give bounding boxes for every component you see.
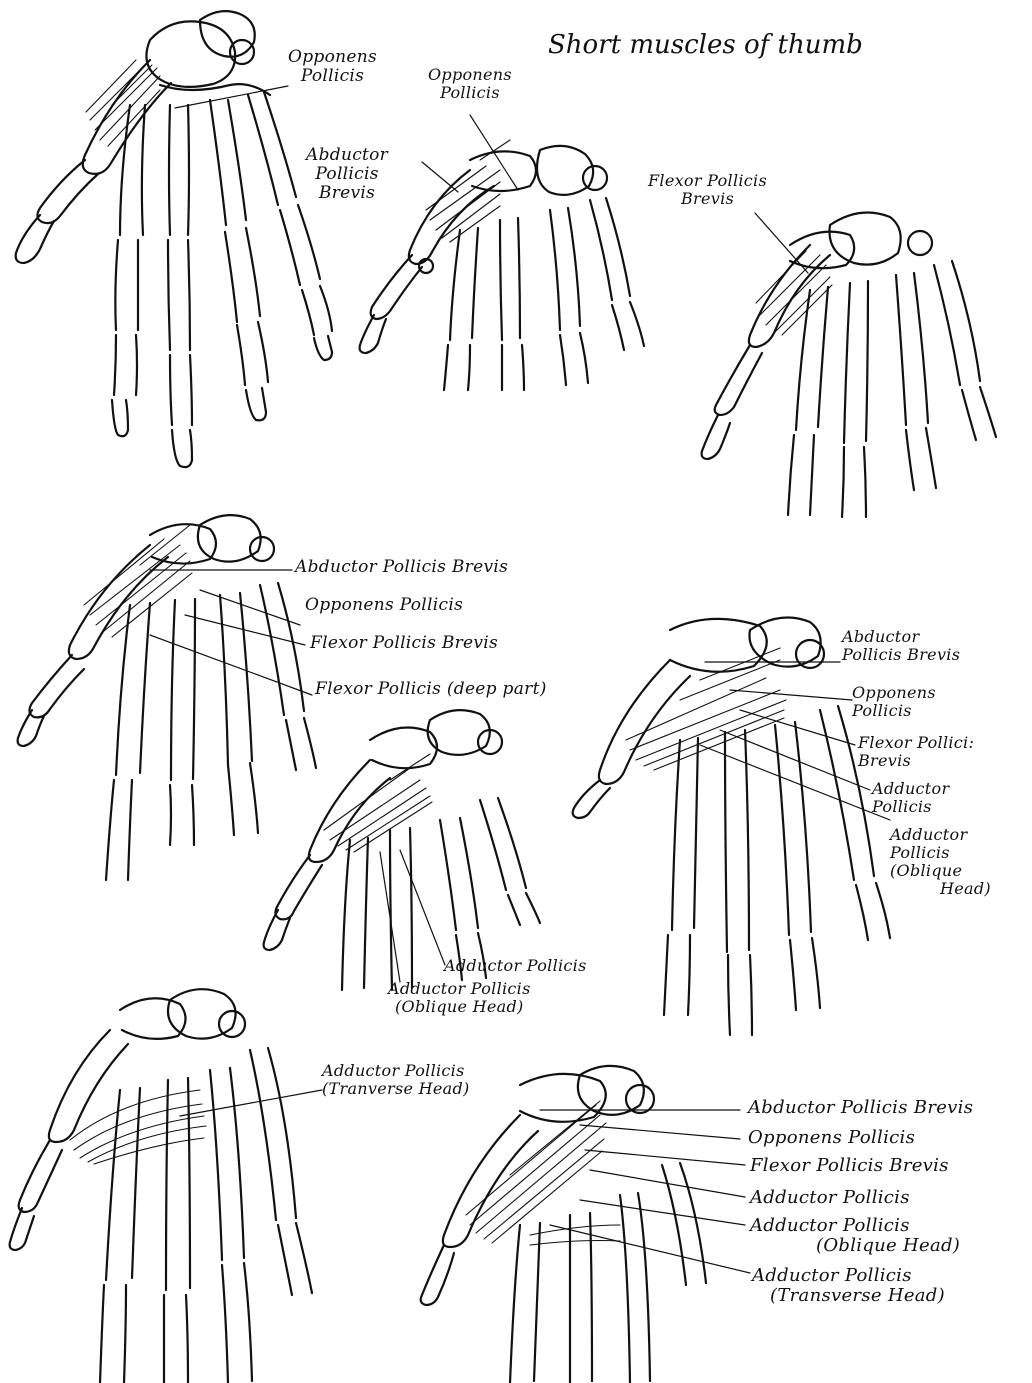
label-line: Brevis xyxy=(306,184,388,203)
label-line: Opponens xyxy=(288,48,377,67)
label-flexor-pollicis-brevis-8: Flexor Pollicis Brevis xyxy=(750,1156,949,1176)
label-opponens-pollicis-5: Opponens Pollicis xyxy=(852,684,936,720)
label-line: (Oblique Head) xyxy=(750,1236,960,1256)
label-abductor-pollicis-brevis-5: Abductor Pollicis Brevis xyxy=(842,628,960,664)
label-line: Abductor xyxy=(306,146,388,165)
label-line: Pollicis xyxy=(428,84,512,102)
label-opponens-pollicis-4: Opponens Pollicis xyxy=(305,596,463,615)
label-line: Pollicis xyxy=(890,844,991,862)
label-adductor-pollicis-oblique-8: Adductor Pollicis (Oblique Head) xyxy=(750,1216,960,1256)
label-line: Pollicis xyxy=(306,165,388,184)
label-line: Flexor Pollicis xyxy=(648,172,767,190)
label-adductor-pollicis-oblique-head-5: Adductor Pollicis (Oblique Head) xyxy=(890,826,991,898)
label-abductor-pollicis-brevis-4: Abductor Pollicis Brevis xyxy=(295,558,508,577)
label-line: Pollicis xyxy=(288,67,377,86)
label-line: (Oblique xyxy=(890,862,991,880)
label-opponens-pollicis-2: Opponens Pollicis xyxy=(428,66,512,102)
label-line: Adductor xyxy=(872,780,949,798)
label-line: (Transverse Head) xyxy=(752,1286,945,1306)
label-opponens-pollicis-8: Opponens Pollicis xyxy=(748,1128,915,1148)
hand-illustration-8 xyxy=(400,1055,740,1383)
label-line: Adductor Pollicis xyxy=(752,1266,945,1286)
hand-illustration-7 xyxy=(0,980,420,1383)
label-adductor-pollicis-5: Adductor Pollicis xyxy=(872,780,949,816)
label-abductor-pollicis-brevis-2: Abductor Pollicis Brevis xyxy=(306,146,388,203)
label-adductor-pollicis-8: Adductor Pollicis xyxy=(750,1188,910,1208)
label-line: Pollicis Brevis xyxy=(842,646,960,664)
label-line: Pollicis xyxy=(852,702,936,720)
label-line: Brevis xyxy=(858,752,974,770)
label-adductor-pollicis-6: Adductor Pollicis xyxy=(444,957,587,975)
label-line: Abductor xyxy=(842,628,960,646)
label-flexor-pollicis-deep-part-4: Flexor Pollicis (deep part) xyxy=(315,680,547,699)
hand-illustration-3 xyxy=(690,195,1010,575)
label-line: Adductor xyxy=(890,826,991,844)
label-line: Adductor Pollicis xyxy=(750,1216,960,1236)
label-line: Opponens xyxy=(852,684,936,702)
label-line: Opponens xyxy=(428,66,512,84)
label-line: Brevis xyxy=(648,190,767,208)
label-adductor-pollicis-transverse-8: Adductor Pollicis (Transverse Head) xyxy=(752,1266,945,1306)
label-line: Pollicis xyxy=(872,798,949,816)
label-line: Head) xyxy=(890,880,991,898)
label-line: Flexor Pollici: xyxy=(858,734,974,752)
label-abductor-pollicis-brevis-8: Abductor Pollicis Brevis xyxy=(748,1098,973,1118)
label-flexor-pollicis-brevis-4: Flexor Pollicis Brevis xyxy=(310,634,498,653)
label-opponens-pollicis-1: Opponens Pollicis xyxy=(288,48,377,86)
label-flexor-pollicis-brevis-3: Flexor Pollicis Brevis xyxy=(648,172,767,208)
plate-title: Short muscles of thumb xyxy=(548,30,863,60)
label-flexor-pollicis-brevis-5: Flexor Pollici: Brevis xyxy=(858,734,974,770)
hand-illustration-2 xyxy=(340,130,670,420)
